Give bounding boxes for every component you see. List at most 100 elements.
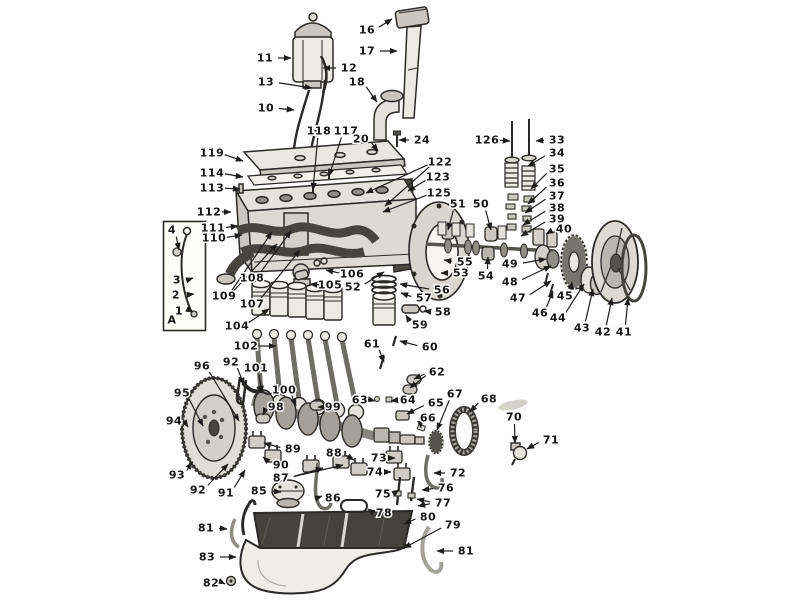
part-number-label: 17 (359, 45, 375, 58)
part-number-label: 43 (574, 322, 590, 335)
part-number-label: 107 (240, 298, 264, 311)
part-number-label: 56 (434, 284, 450, 297)
leader-line (345, 453, 355, 461)
part-number-label: 87 (273, 472, 289, 485)
clutch-pressure-plate-illustration (591, 220, 648, 304)
part-number-label: 102 (234, 340, 258, 353)
leader-line (485, 210, 493, 231)
part-number-label: 41 (616, 326, 632, 339)
leader-line (469, 402, 479, 413)
leader-line (231, 231, 273, 291)
part-number-label: 3 (173, 274, 181, 287)
part-number-label: 109 (212, 290, 236, 303)
part-number-label: 59 (412, 319, 428, 332)
part-number-label: 33 (549, 134, 565, 147)
leader-line (185, 461, 193, 471)
leader-line (390, 396, 399, 404)
leader-line (185, 277, 194, 284)
part-number-label: 48 (502, 276, 518, 289)
leader-line (567, 281, 574, 290)
part-number-label: 65 (428, 397, 444, 410)
leader-line (535, 137, 545, 144)
leader-line (436, 400, 450, 431)
part-number-label: 92 (223, 356, 239, 369)
oil-pump-illustration (271, 479, 305, 509)
part-number-label: 81 (198, 522, 214, 535)
camshaft-gear-illustration (559, 233, 589, 291)
part-number-label: 123 (426, 171, 450, 184)
part-number-label: 42 (595, 326, 611, 339)
part-number-label: 67 (447, 388, 463, 401)
leader-line (278, 82, 313, 90)
part-number-label: 118 (307, 125, 331, 138)
engine-block-illustration (234, 171, 418, 275)
leader-line (278, 106, 295, 113)
part-number-label: 93 (169, 469, 185, 482)
leader-line (406, 404, 425, 415)
part-number-label: 96 (194, 360, 210, 373)
part-number-label: 45 (557, 290, 573, 303)
part-number-label: 40 (556, 223, 572, 236)
leader-line (405, 314, 413, 323)
part-number-label: 2 (172, 289, 180, 302)
valve-springs-illustration (504, 162, 536, 191)
part-number-label: 51 (450, 198, 466, 211)
leader-line (399, 339, 418, 347)
leader-line (624, 297, 631, 326)
leader-line (314, 495, 323, 502)
leader-line (309, 281, 318, 288)
part-number-label: 90 (273, 459, 289, 472)
leader-line (262, 407, 269, 416)
oil-filler-tube-illustration (394, 6, 430, 119)
leader-line (527, 155, 546, 167)
leader-line (384, 165, 431, 207)
part-number-label: 60 (422, 341, 438, 354)
part-number-label: 18 (349, 76, 365, 89)
leader-line (399, 282, 430, 290)
leader-line (260, 249, 301, 300)
part-number-label: 4 (168, 224, 176, 237)
leader-line (364, 271, 385, 285)
leader-line (391, 489, 400, 497)
leader-line (413, 373, 425, 380)
leader-line (257, 374, 264, 394)
leader-line (443, 258, 453, 265)
part-number-label: 62 (429, 366, 445, 379)
leader-line (293, 463, 344, 478)
part-number-label: 100 (272, 384, 296, 397)
part-number-label: 44 (550, 312, 566, 325)
part-number-label: 61 (364, 338, 380, 351)
leader-line (186, 291, 195, 298)
leader-line (522, 210, 546, 226)
part-number-label: 11 (257, 52, 273, 65)
part-number-label: 83 (199, 551, 215, 564)
oil-filter-illustration (291, 12, 334, 163)
leader-line (262, 456, 271, 465)
part-number-label: 113 (200, 182, 224, 195)
leader-line (174, 236, 181, 251)
breather-elbow-illustration (373, 89, 404, 141)
part-number-label: 79 (445, 519, 461, 532)
part-number-label: 49 (502, 258, 518, 271)
part-number-label: 73 (371, 452, 387, 465)
leader-line (584, 288, 595, 322)
leader-line (527, 186, 547, 205)
part-number-label: 20 (353, 133, 369, 146)
part-number-label: 36 (549, 177, 565, 190)
leader-line (546, 290, 554, 308)
part-number-label: 52 (345, 281, 361, 294)
leader-line (367, 396, 376, 403)
part-number-label: 101 (244, 362, 268, 375)
part-number-label: 68 (481, 393, 497, 406)
leader-line (421, 485, 434, 493)
part-number-label: 125 (427, 187, 451, 200)
part-number-label: 78 (376, 507, 392, 520)
leader-line (365, 164, 429, 194)
leader-line (378, 349, 385, 363)
leader-line (378, 18, 393, 28)
leader-line (499, 137, 511, 144)
part-number-label: 64 (400, 394, 416, 407)
leader-line (409, 375, 427, 389)
part-number-label: 88 (326, 447, 342, 460)
